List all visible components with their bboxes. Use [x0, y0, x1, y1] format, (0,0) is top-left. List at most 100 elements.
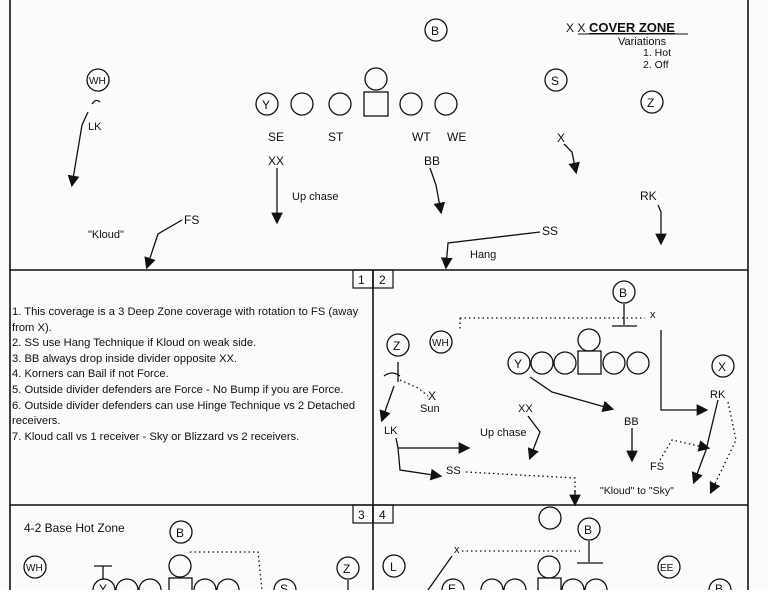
p4-player-ee — [657, 555, 681, 579]
note-3: 3. BB always drop inside divider opposit… — [12, 352, 238, 365]
label-se: SE — [268, 130, 284, 144]
p2-label-x-top: x — [650, 309, 656, 321]
center — [363, 91, 389, 117]
p2-player-x — [711, 354, 735, 378]
p2-player-z — [386, 333, 410, 357]
p4-quarterback-top — [538, 506, 562, 530]
p2-lineman-3 — [602, 351, 626, 375]
p2-player-wh — [429, 330, 453, 354]
p4-lineman-3 — [561, 578, 585, 595]
coverage-notes: 1. This coverage is a 3 Deep Zone covera… — [12, 305, 362, 445]
panel-borders — [9, 0, 749, 590]
note-2: 2. SS use Hang Technique if Kloud on wea… — [12, 337, 257, 350]
p2-player-y-label: Y — [514, 357, 522, 371]
p3-lineman-3 — [193, 578, 217, 595]
label-fs: FS — [184, 213, 199, 227]
p3-center — [168, 577, 193, 595]
p3-player-b-label: B — [176, 526, 184, 540]
p2-lineman-1 — [530, 351, 554, 375]
p4-player-ee-label: EE — [660, 563, 674, 574]
p2-label-kloud-sky: "Kloud" to "Sky" — [600, 485, 674, 497]
note-7: 7. Kloud call vs 1 receiver - Sky or Bli… — [12, 430, 300, 443]
panel3-title: 4-2 Base Hot Zone — [24, 521, 125, 535]
p3-player-b — [169, 520, 193, 544]
cover-zone-title: COVER ZONE — [589, 20, 675, 35]
p4-quarterback — [537, 555, 561, 579]
panel-2: B x WH Z Y X RK XX Up chase BB FS — [379, 280, 737, 507]
p3-player-z — [336, 556, 360, 580]
note-4: 4. Korners can Bail if not Force. — [12, 368, 169, 381]
label-we: WE — [447, 130, 466, 144]
p2-player-x-label: X — [718, 360, 726, 374]
p4-label-x: x — [454, 544, 460, 556]
p2-player-b-label: B — [619, 286, 627, 300]
p2-lineman-4 — [626, 351, 650, 375]
label-kloud: "Kloud" — [88, 229, 124, 241]
p2-player-wh-label: WH — [432, 338, 449, 349]
variation-2: 2. Off — [643, 59, 669, 71]
p3-player-wh — [23, 555, 47, 579]
lineman-2 — [328, 92, 352, 116]
panel-number-3: 3 — [358, 508, 365, 522]
lineman-4 — [434, 92, 458, 116]
player-s-label: S — [551, 74, 559, 88]
p2-label-ss: SS — [446, 465, 461, 477]
label-st: ST — [328, 130, 344, 144]
player-b-label: B — [431, 24, 439, 38]
p4-player-b2-label: B — [715, 582, 723, 590]
p4-player-b — [577, 517, 601, 541]
label-rk: RK — [640, 189, 657, 203]
label-ss: SS — [542, 224, 558, 238]
player-b — [424, 18, 448, 42]
p4-center — [537, 577, 562, 595]
panel-number-1: 1 — [358, 273, 365, 287]
p4-lineman-1 — [480, 578, 504, 595]
label-lk: LK — [88, 121, 102, 133]
player-wh — [86, 68, 110, 92]
p2-label-up-chase: Up chase — [480, 427, 526, 439]
p3-player-wh-label: WH — [26, 563, 43, 574]
p3-lineman-4 — [216, 578, 240, 595]
top-panel: X X COVER ZONE Variations 1. Hot 2. Off … — [67, 18, 688, 270]
quarterback — [364, 67, 388, 91]
p2-label-x-sun: X — [428, 389, 436, 403]
note-1: 1. This coverage is a 3 Deep Zone covera… — [12, 306, 359, 334]
p3-quarterback — [168, 554, 192, 578]
label-wt: WT — [412, 130, 431, 144]
p4-player-e-label: E — [448, 582, 456, 590]
title-prefix: X X — [566, 21, 585, 35]
p2-player-z-label: Z — [393, 339, 400, 353]
lineman-1 — [290, 92, 314, 116]
p2-label-rk: RK — [710, 389, 726, 401]
player-z — [640, 90, 664, 114]
p2-player-y — [507, 351, 531, 375]
p3-lineman-2 — [138, 578, 162, 595]
panel-number-4: 4 — [379, 508, 386, 522]
variation-1: 1. Hot — [643, 47, 671, 59]
p3-player-y-label: Y — [99, 582, 107, 590]
p2-center — [577, 350, 602, 375]
p4-player-l-label: L — [390, 560, 397, 574]
p2-label-lk: LK — [384, 425, 398, 437]
label-xx: XX — [268, 154, 284, 168]
note-6: 6. Outside divider defenders can use Hin… — [12, 399, 356, 428]
panel-3: 4-2 Base Hot Zone B WH Y S Z — [23, 520, 360, 595]
player-wh-label: WH — [89, 76, 106, 87]
p4-lineman-4 — [584, 578, 608, 595]
player-z-label: Z — [647, 96, 654, 110]
p4-lineman-2 — [503, 578, 527, 595]
p4-player-l — [382, 554, 406, 578]
p2-player-b — [612, 280, 636, 304]
player-y — [255, 92, 279, 116]
panel-number-2: 2 — [379, 273, 386, 287]
p3-player-s-label: S — [280, 582, 288, 590]
label-x: X — [557, 131, 565, 145]
lineman-3 — [399, 92, 423, 116]
p3-player-z-label: Z — [343, 562, 350, 576]
player-s — [544, 68, 568, 92]
label-hang: Hang — [470, 249, 496, 261]
p2-label-sun: Sun — [420, 403, 440, 415]
p2-lineman-2 — [553, 351, 577, 375]
label-bb: BB — [424, 154, 440, 168]
